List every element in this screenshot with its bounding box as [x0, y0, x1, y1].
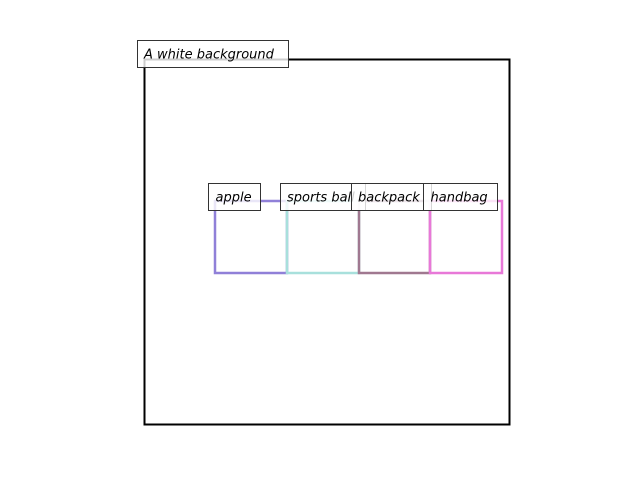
backpack-label: backpack [351, 183, 432, 211]
apple-label: apple [208, 183, 261, 211]
sports-ball-label-text: sports ball [287, 191, 355, 206]
apple-box [213, 199, 289, 275]
handbag-label-box [423, 183, 498, 211]
canvas-frame [143, 58, 511, 426]
backpack-label-text: backpack [358, 191, 420, 206]
background-label-text: A white background [143, 48, 275, 63]
background-label-box [137, 40, 289, 68]
apple-label-text: apple [216, 191, 252, 206]
handbag-box [428, 199, 504, 275]
background-label: A white background [137, 40, 289, 68]
handbag-label: handbag [423, 183, 498, 211]
apple-label-box [208, 183, 261, 211]
handbag-label-text: handbag [431, 191, 488, 206]
backpack-box [357, 199, 432, 275]
sports-ball-box [285, 199, 361, 275]
